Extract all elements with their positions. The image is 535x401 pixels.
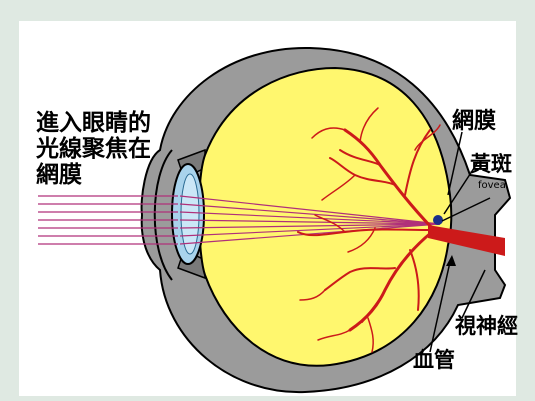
label-retina: 網膜 bbox=[452, 103, 496, 135]
label-fovea: fovea bbox=[478, 180, 506, 191]
side-caption-line-1: 進入眼睛的 bbox=[36, 110, 151, 136]
side-caption-line-3: 網膜 bbox=[36, 162, 151, 188]
side-caption: 進入眼睛的 光線聚焦在 網膜 bbox=[36, 110, 151, 188]
label-blood-vessel: 血管 bbox=[413, 344, 455, 374]
macula-dot bbox=[433, 215, 443, 225]
label-macula: 黃斑 bbox=[470, 148, 512, 178]
vitreous-body bbox=[199, 68, 451, 366]
lens-inner bbox=[181, 174, 199, 254]
side-caption-line-2: 光線聚焦在 bbox=[36, 136, 151, 162]
label-optic-nerve: 視神經 bbox=[455, 310, 518, 340]
